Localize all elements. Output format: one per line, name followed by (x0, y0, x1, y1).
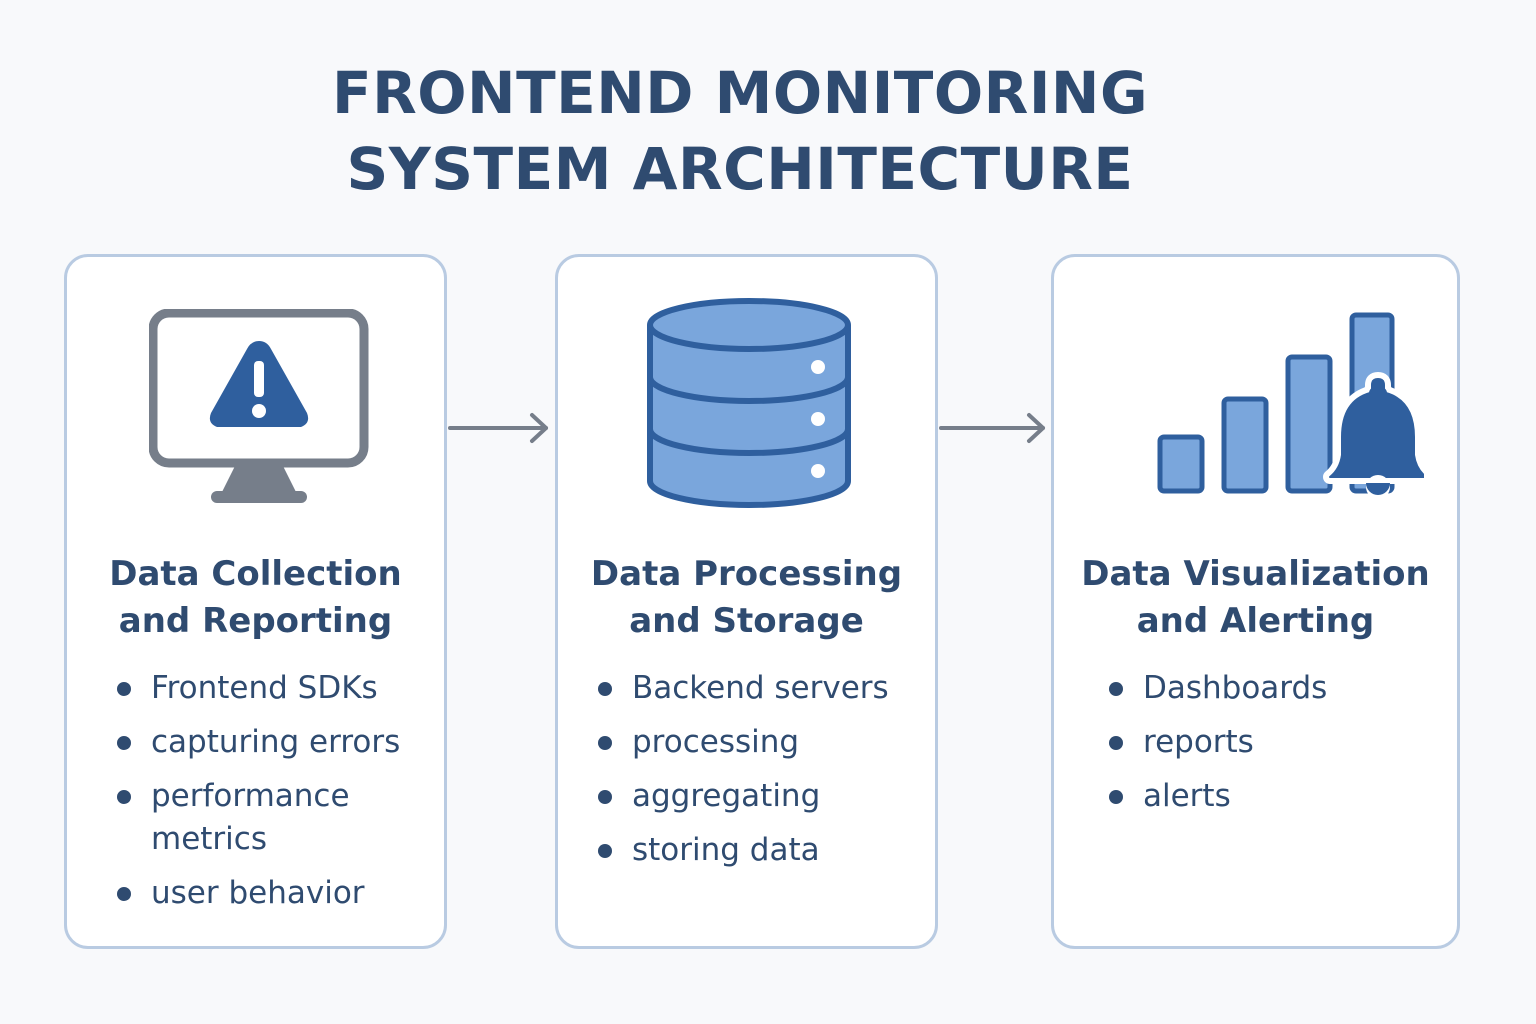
bullet-dot (117, 887, 131, 901)
stage-heading-line-2: and Alerting (1136, 601, 1375, 641)
title-line-1: FRONTEND MONITORING (331, 59, 1149, 127)
list-item: reports (1109, 721, 1449, 764)
bullet-dot (117, 736, 131, 750)
list-item: storing data (598, 829, 938, 872)
stage-heading: Data Visualization and Alerting (1054, 551, 1457, 645)
stage-heading-line-1: Data Collection (109, 554, 402, 594)
bullet-dot (1109, 682, 1123, 696)
title-line-2: SYSTEM ARCHITECTURE (346, 135, 1134, 203)
stage-heading-line-1: Data Visualization (1081, 554, 1430, 594)
stage-heading: Data Processing and Storage (558, 551, 935, 645)
list-item: Dashboards (1109, 667, 1449, 710)
list-item-text: user behavior (151, 875, 365, 911)
stage-panel-data-processing: Data Processing and Storage Backend serv… (555, 254, 938, 949)
database-icon (646, 295, 852, 519)
bullet-dot (598, 736, 612, 750)
list-item-text: aggregating (632, 778, 821, 814)
list-item: processing (598, 721, 938, 764)
list-item: user behavior (117, 872, 437, 915)
list-item-text: storing data (632, 832, 820, 868)
list-item-text: Frontend SDKs (151, 670, 378, 706)
stage-item-list: Backend servers processing aggregating s… (598, 667, 938, 883)
list-item: alerts (1109, 775, 1449, 818)
stage-heading: Data Collection and Reporting (67, 551, 444, 645)
list-item-text: Backend servers (632, 670, 889, 706)
list-item-text: alerts (1143, 778, 1231, 814)
bullet-dot (117, 682, 131, 696)
stage-panel-data-collection: Data Collection and Reporting Frontend S… (64, 254, 447, 949)
bullet-dot (1109, 790, 1123, 804)
bullet-dot (598, 790, 612, 804)
stage-item-list: Frontend SDKs capturing errors performan… (117, 667, 437, 926)
list-item-text: reports (1143, 724, 1254, 760)
stage-panel-data-visualization: Data Visualization and Alerting Dashboar… (1051, 254, 1460, 949)
bullet-dot (117, 790, 131, 804)
bullet-dot (598, 682, 612, 696)
list-item: capturing errors (117, 721, 437, 764)
page-title: FRONTEND MONITORING SYSTEM ARCHITECTURE (0, 55, 1480, 207)
list-item-text: processing (632, 724, 800, 760)
list-item-text: performance metrics (151, 778, 350, 857)
list-item-text: capturing errors (151, 724, 401, 760)
flow-arrow-icon (939, 411, 1049, 449)
stage-heading-line-1: Data Processing (590, 554, 903, 594)
list-item: performance metrics (117, 775, 437, 861)
flow-arrow-icon (448, 411, 552, 449)
list-item-text: Dashboards (1143, 670, 1328, 706)
monitor-warning-icon (148, 308, 369, 513)
list-item: aggregating (598, 775, 938, 818)
bullet-dot (1109, 736, 1123, 750)
list-item: Frontend SDKs (117, 667, 437, 710)
stage-heading-line-2: and Reporting (118, 601, 393, 641)
stage-item-list: Dashboards reports alerts (1109, 667, 1449, 829)
bar-chart-bell-icon (1154, 309, 1433, 505)
stage-heading-line-2: and Storage (629, 601, 864, 641)
list-item: Backend servers (598, 667, 938, 710)
bullet-dot (598, 844, 612, 858)
